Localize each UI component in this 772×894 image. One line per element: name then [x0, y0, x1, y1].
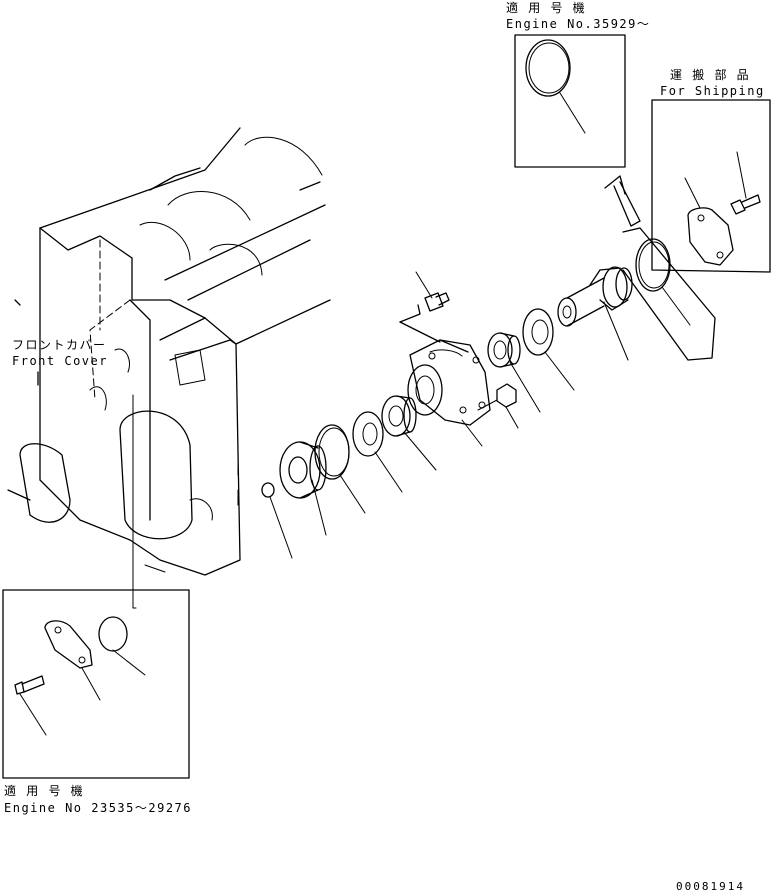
shaft: [557, 266, 633, 361]
bottom-engine-number-label: Engine No 23535～29276: [4, 801, 192, 815]
o-ring: [314, 424, 366, 514]
front-cover-label-jp: フロントカバー: [12, 338, 107, 352]
front-cover-label-en: Front Cover: [12, 354, 108, 368]
shipping-label-en: For Shipping: [660, 84, 765, 98]
housing: [407, 339, 491, 447]
top-inset-box: [514, 34, 626, 168]
small-seal: [261, 482, 293, 559]
shaft-o-ring-group: [622, 227, 716, 361]
top-engine-number-label: Engine No.35929～: [506, 17, 651, 31]
lower-inset-box: [2, 589, 190, 779]
front-cover-leader: [132, 394, 137, 609]
bearing: [381, 395, 437, 471]
arrow-up-icon: [604, 175, 641, 227]
shim-washer-2: [522, 308, 575, 391]
shipping-label-jp: 運 搬 部 品: [670, 68, 751, 82]
shim-washer: [352, 411, 403, 493]
shipping-inset-box: [651, 99, 771, 273]
top-applicable-label-jp: 適 用 号 機: [506, 1, 587, 15]
housing-bolt: [399, 271, 450, 343]
drawing-number: 00081914: [676, 880, 745, 893]
bottom-applicable-label-jp: 適 用 号 機: [4, 784, 85, 798]
bearing-2: [487, 332, 541, 413]
nut: [477, 383, 519, 429]
engine-block-outline: [7, 127, 331, 576]
